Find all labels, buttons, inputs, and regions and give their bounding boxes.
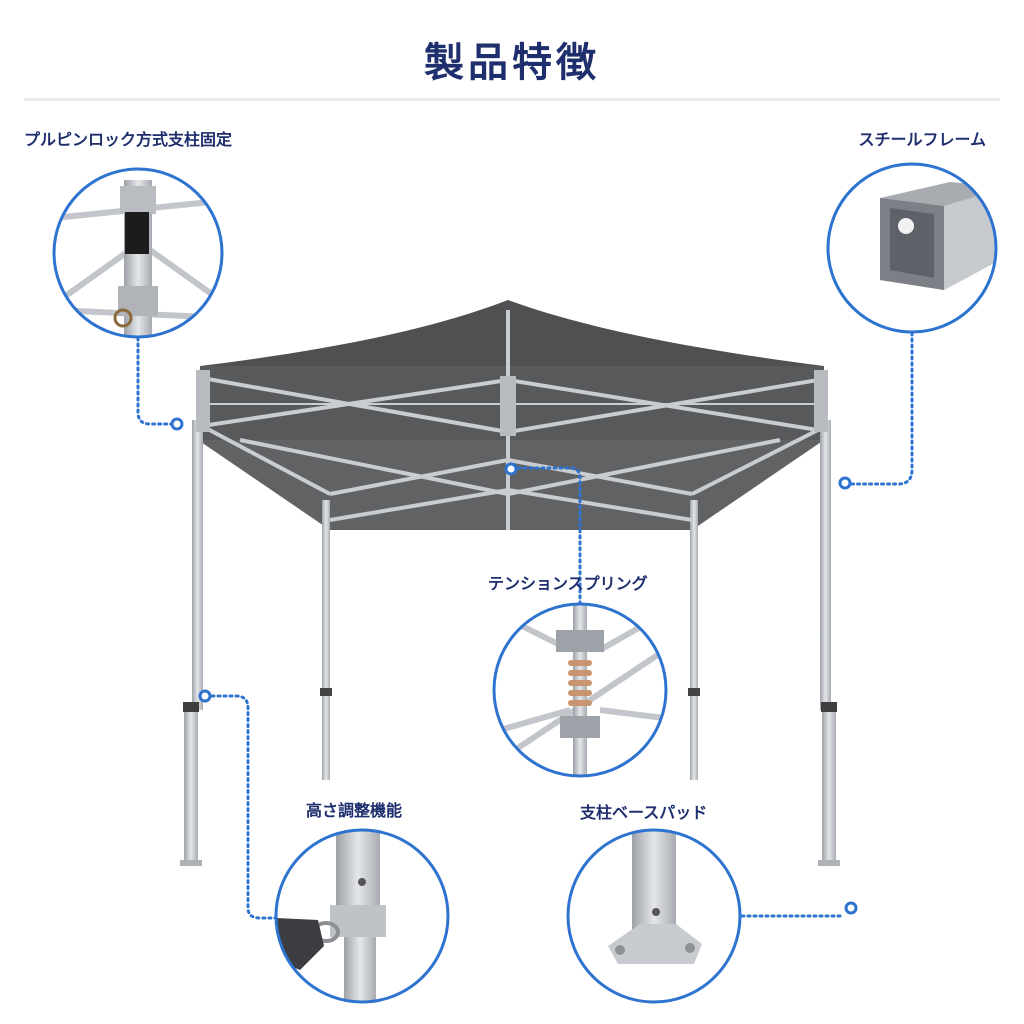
feature-label-height-adjust: 高さ調整機能 [306, 801, 403, 820]
leg-front-left-lower [184, 705, 198, 865]
detail-tension-spring [492, 602, 668, 778]
feature-label-steel-frame: スチールフレーム [858, 130, 986, 149]
page-title: 製品特徴 [424, 40, 600, 86]
detail-pull-pin-lock [52, 167, 224, 339]
detail-base-pad [566, 828, 742, 1004]
detail-steel-frame [826, 162, 998, 334]
canopy-underside [198, 440, 824, 530]
feature-label-tension-spring: テンションスプリング [488, 574, 648, 593]
detail-height-adjust [274, 828, 450, 1004]
leg-front-right-upper [820, 420, 831, 710]
leader-lines [136, 331, 914, 920]
tent-illustration [180, 300, 840, 866]
feature-label-base-pad: 支柱ベースパッド [580, 803, 708, 822]
leg-back-right [690, 500, 698, 780]
scissor-truss [200, 310, 820, 530]
leg-front-right-lower [822, 705, 836, 865]
leg-back-left [322, 500, 330, 780]
leader-endpoints [170, 417, 858, 915]
leg-front-left-upper [192, 420, 203, 710]
feature-label-pull-pin-lock: プルピンロック方式支柱固定 [24, 130, 233, 149]
title-divider [24, 98, 1000, 101]
